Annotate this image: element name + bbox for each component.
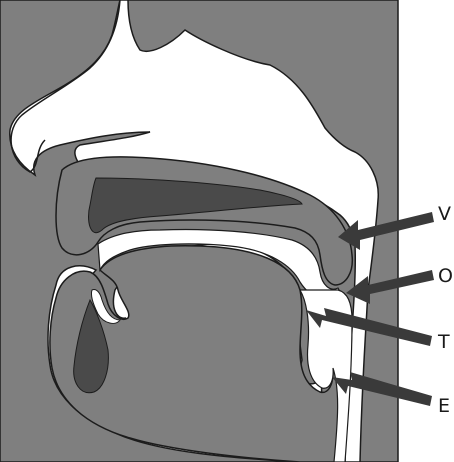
label-t: T bbox=[437, 331, 450, 353]
label-v: V bbox=[438, 203, 451, 225]
label-o: O bbox=[438, 265, 453, 287]
label-e: E bbox=[438, 395, 450, 417]
